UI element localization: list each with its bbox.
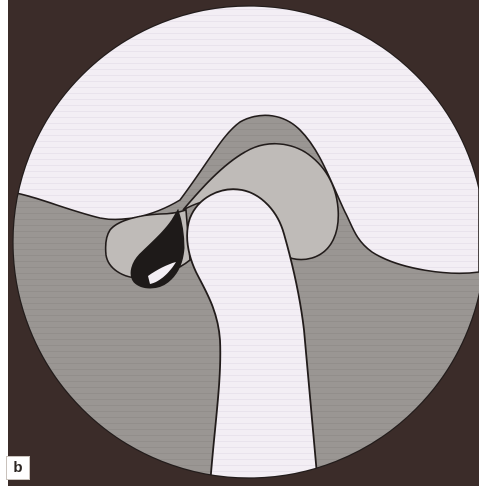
left-edge-strip [0,0,8,486]
panel-label: b [6,456,30,480]
